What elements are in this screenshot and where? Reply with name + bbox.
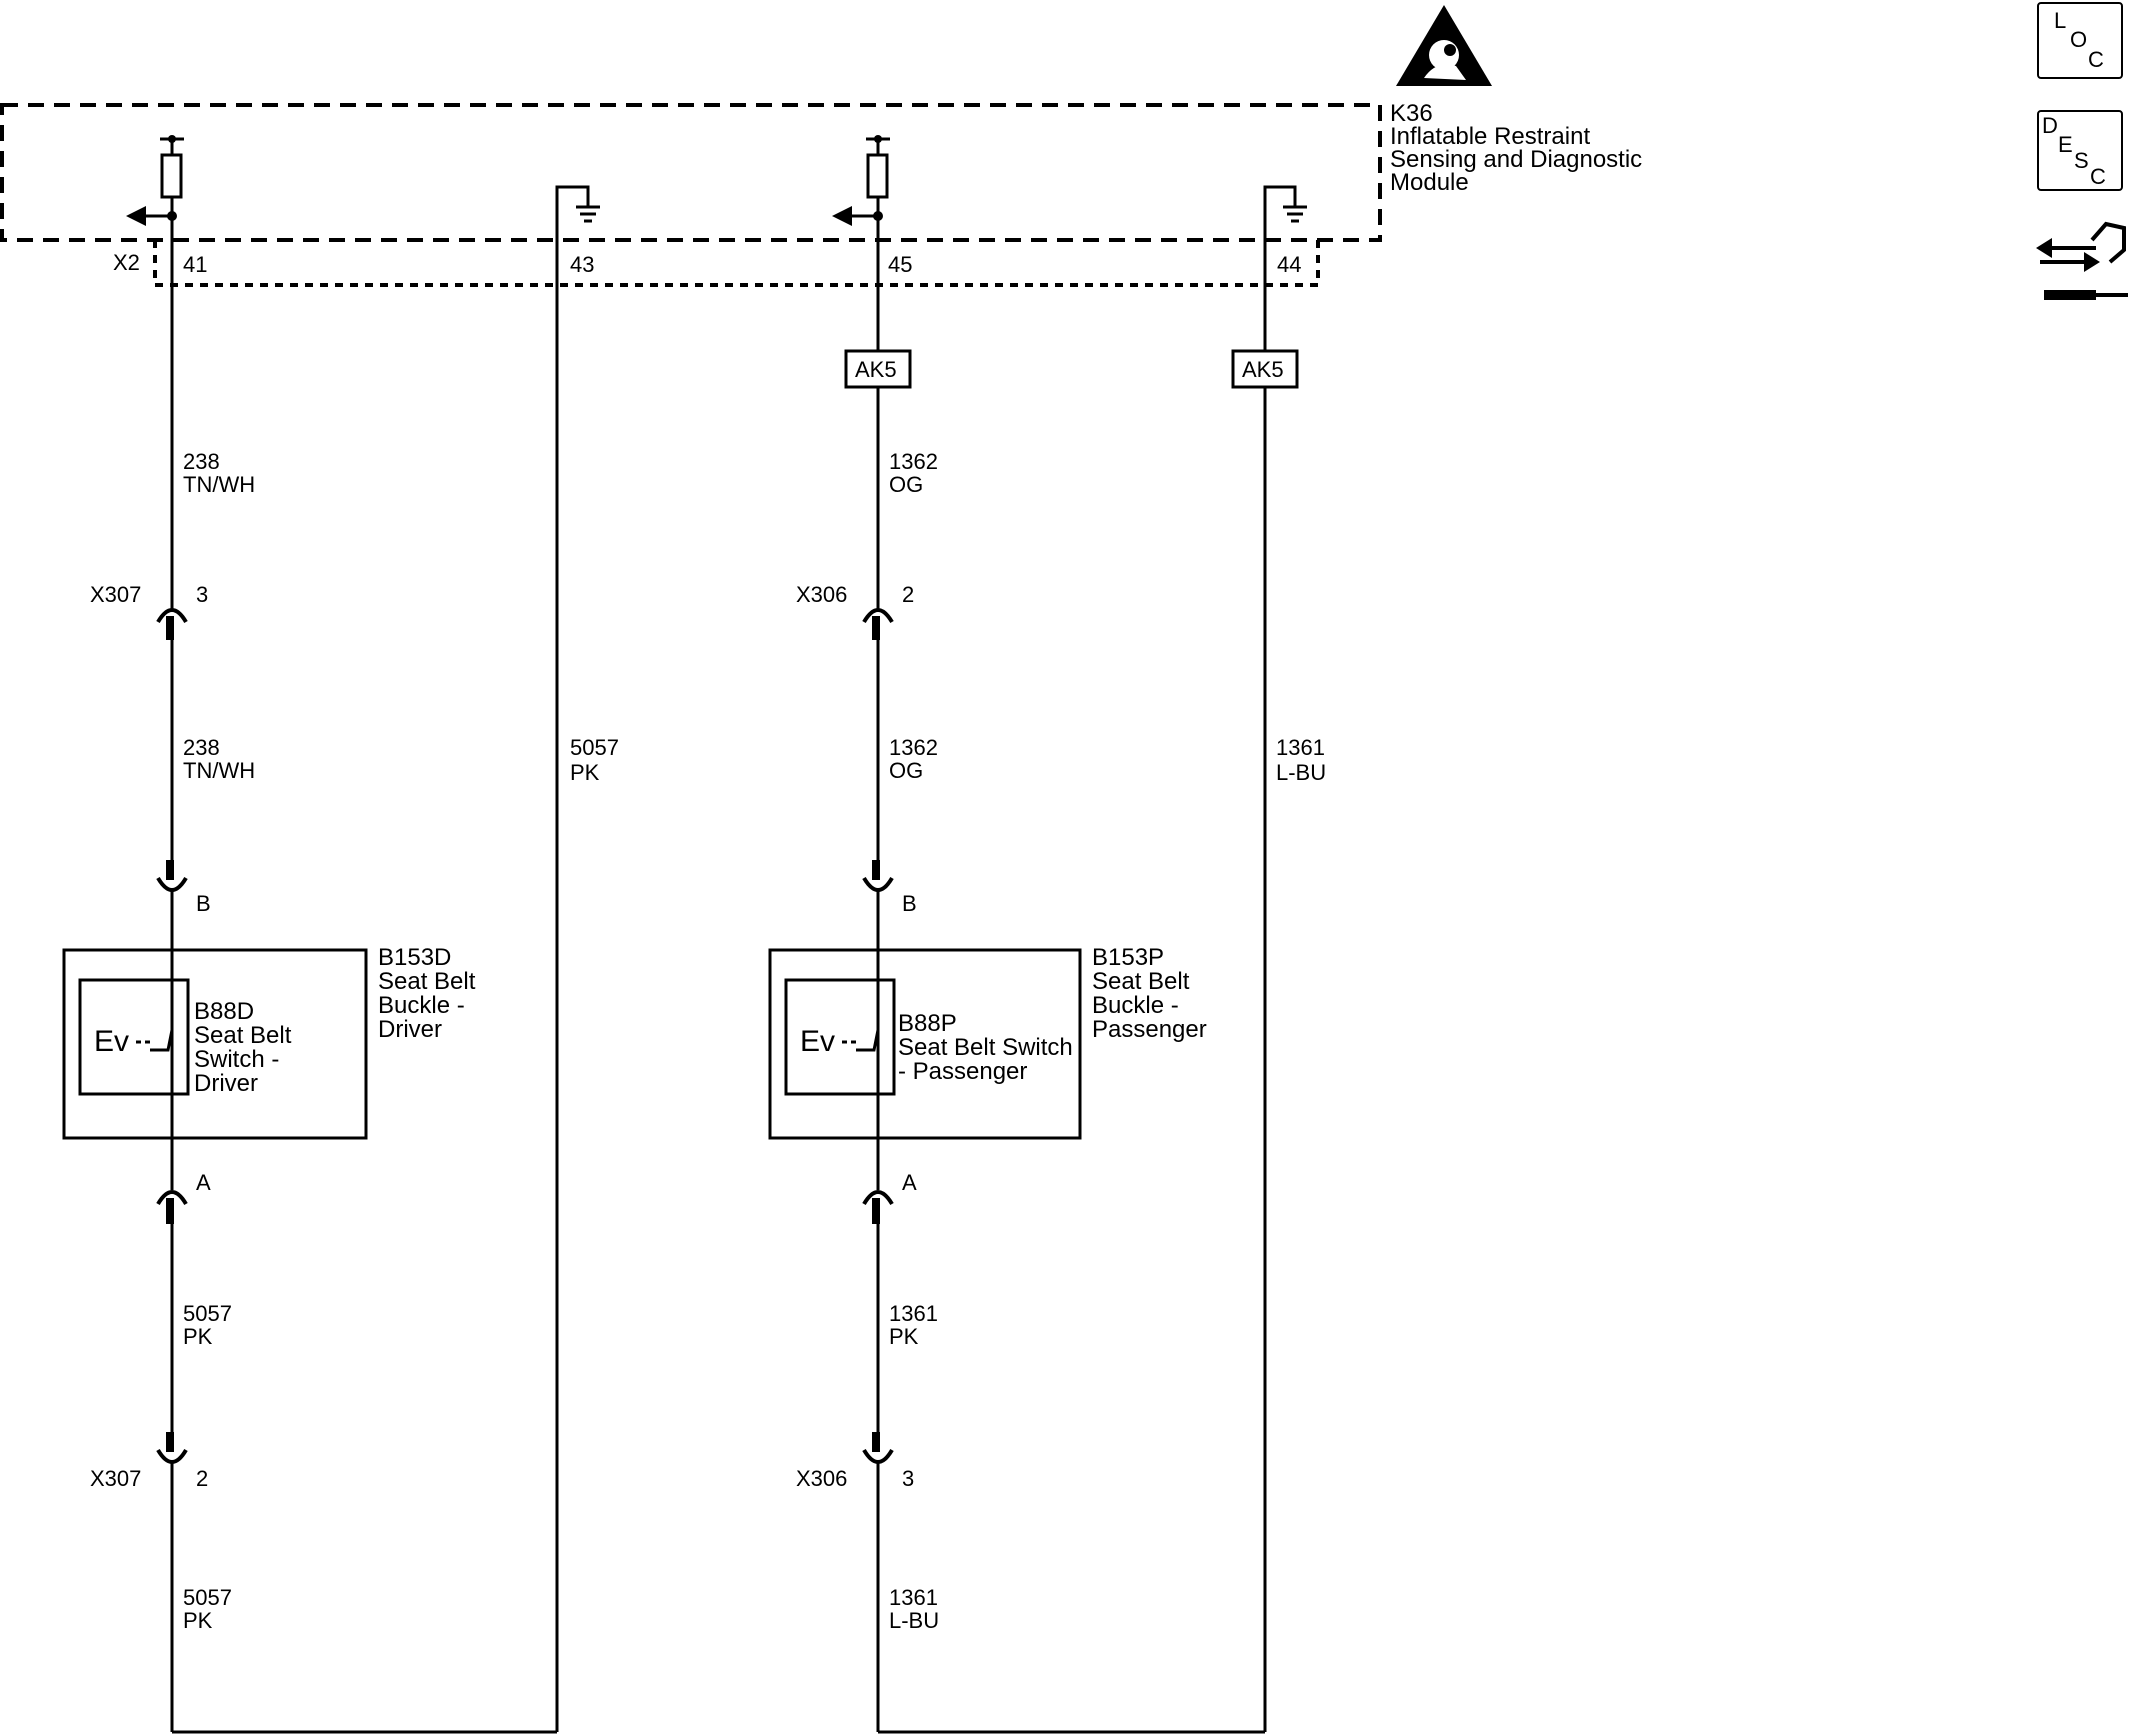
- pin-43-label: 43: [570, 252, 594, 277]
- wire-1362-b-circuit: 1362: [889, 735, 938, 760]
- pin-41-label: 41: [183, 252, 207, 277]
- driver-switch-ref: B88D: [194, 998, 254, 1025]
- wire-1362-b-color: OG: [889, 758, 923, 783]
- wire-1361-b-circuit: 1361: [889, 1301, 938, 1326]
- driver-seat-belt-buckle: Ev B88D Seat Belt Switch - Driver B153D …: [62, 944, 476, 1140]
- wire-1361-c-circuit: 1361: [889, 1585, 938, 1610]
- driver-circuit: [156, 218, 557, 1734]
- connector-x307-top-pin: 3: [196, 582, 208, 607]
- svg-text:D: D: [2042, 113, 2058, 138]
- passenger-switch-ref: B88P: [898, 1010, 957, 1037]
- service-arrows-icon[interactable]: [2036, 221, 2128, 300]
- driver-switch-line3: Driver: [194, 1070, 258, 1097]
- internal-pullup-45: [832, 135, 890, 226]
- wire-5057-a-color: PK: [570, 760, 600, 785]
- driver-switch-line1: Seat Belt: [194, 1022, 292, 1049]
- connector-x306-top: X306: [796, 582, 847, 607]
- module-name-line2: Sensing and Diagnostic: [1390, 146, 1642, 173]
- passenger-switch-symbol: Ev: [800, 1025, 835, 1058]
- module-k36: K36 Inflatable Restraint Sensing and Dia…: [0, 100, 1642, 1732]
- passenger-circuit: [844, 218, 1265, 1734]
- svg-text:C: C: [2088, 47, 2104, 72]
- connector-x306-bot: X306: [796, 1466, 847, 1491]
- connector-x307-bot-pin: 2: [196, 1466, 208, 1491]
- wire-238-a-color: TN/WH: [183, 472, 255, 497]
- passenger-switch-line1: Seat Belt Switch: [898, 1034, 1073, 1061]
- internal-pullup-41: [126, 135, 184, 226]
- wire-5057-c-color: PK: [183, 1608, 213, 1633]
- wire-5057-c-circuit: 5057: [183, 1585, 232, 1610]
- module-ref: K36: [1390, 100, 1433, 127]
- wire-238-b-color: TN/WH: [183, 758, 255, 783]
- internal-ground-44: [1263, 185, 1307, 250]
- passenger-seat-belt-buckle: Ev B88P Seat Belt Switch - Passenger B15…: [768, 944, 1207, 1140]
- connector-x307-top: X307: [90, 582, 141, 607]
- pin-45-label: 45: [888, 252, 912, 277]
- connector-x2-label: X2: [113, 250, 140, 275]
- internal-ground-43: [555, 185, 600, 1732]
- loc-icon[interactable]: L O C: [2037, 2, 2123, 79]
- wire-5057-a-circuit: 5057: [570, 735, 619, 760]
- connector-x306-top-pin: 2: [902, 582, 914, 607]
- connector-x307-bot: X307: [90, 1466, 141, 1491]
- wire-1361-a-color: L-BU: [1276, 760, 1326, 785]
- passenger-switch-line2: - Passenger: [898, 1058, 1027, 1085]
- splice-ak5-passenger-label: AK5: [855, 357, 897, 382]
- driver-switch-symbol: Ev: [94, 1025, 129, 1058]
- driver-switch-line2: Switch -: [194, 1046, 279, 1073]
- module-dashed-border: [0, 103, 1382, 242]
- x2-connector-dotted-outline: [153, 240, 1320, 287]
- airbag-warning-icon: [1396, 5, 1492, 86]
- wire-5057-b-color: PK: [183, 1324, 213, 1349]
- wire-1361-c-color: L-BU: [889, 1608, 939, 1633]
- driver-buckle-line2: Buckle -: [378, 992, 465, 1019]
- wire-238-a-circuit: 238: [183, 449, 220, 474]
- passenger-buckle-line2: Buckle -: [1092, 992, 1179, 1019]
- wire-238-b-circuit: 238: [183, 735, 220, 760]
- pin-44-label: 44: [1277, 252, 1301, 277]
- driver-pin-b: B: [196, 891, 211, 916]
- connector-x306-bot-pin: 3: [902, 1466, 914, 1491]
- svg-text:E: E: [2058, 132, 2073, 157]
- svg-text:C: C: [2090, 164, 2106, 189]
- desc-icon[interactable]: D E S C: [2037, 110, 2123, 191]
- wire-1362-a-color: OG: [889, 472, 923, 497]
- driver-buckle-ref: B153D: [378, 944, 451, 971]
- ground-return-1361: [1231, 250, 1299, 1732]
- wire-1361-b-color: PK: [889, 1324, 919, 1349]
- svg-text:O: O: [2070, 27, 2087, 52]
- passenger-pin-a: A: [902, 1170, 917, 1195]
- driver-buckle-line1: Seat Belt: [378, 968, 476, 995]
- wire-1361-a-circuit: 1361: [1276, 735, 1325, 760]
- wire-5057-b-circuit: 5057: [183, 1301, 232, 1326]
- driver-pin-a: A: [196, 1170, 211, 1195]
- passenger-buckle-line1: Seat Belt: [1092, 968, 1190, 995]
- module-name-line3: Module: [1390, 169, 1469, 196]
- driver-buckle-line3: Driver: [378, 1016, 442, 1043]
- module-name-line1: Inflatable Restraint: [1390, 123, 1590, 150]
- passenger-buckle-line3: Passenger: [1092, 1016, 1207, 1043]
- splice-ak5-ground-label: AK5: [1242, 357, 1284, 382]
- passenger-buckle-ref: B153P: [1092, 944, 1164, 971]
- wire-1362-a-circuit: 1362: [889, 449, 938, 474]
- svg-text:L: L: [2054, 8, 2066, 33]
- passenger-pin-b: B: [902, 891, 917, 916]
- svg-text:S: S: [2074, 148, 2089, 173]
